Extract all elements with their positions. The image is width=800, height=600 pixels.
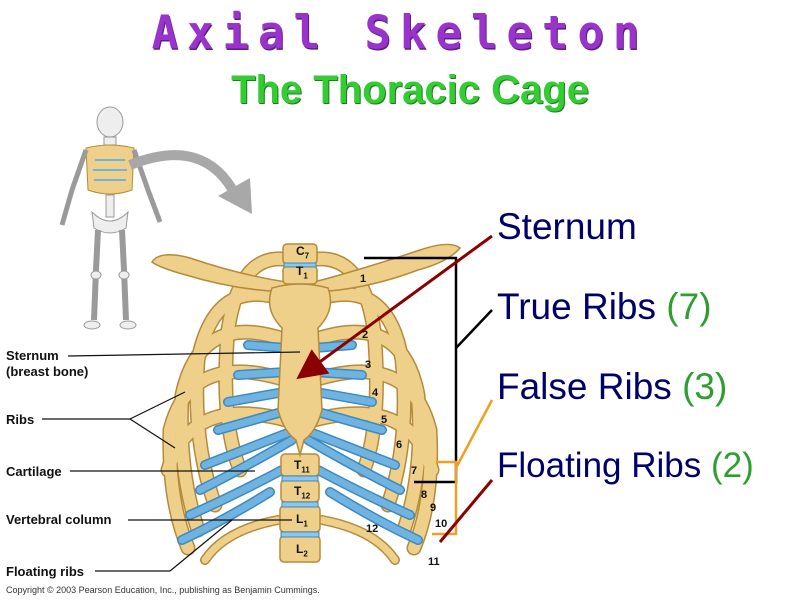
term-false-ribs: False Ribs (3)	[497, 366, 728, 407]
rib-number-7: 7	[411, 465, 418, 477]
vertebra-t11-label: T11	[294, 458, 310, 475]
vertebral-column-label: Vertebral column	[6, 512, 112, 527]
term-true-ribs: True Ribs (7)	[497, 286, 712, 327]
grey-curved-arrow-icon	[128, 150, 241, 199]
rib-number-11: 11	[428, 556, 440, 568]
breast-bone-label: (breast bone)	[6, 364, 89, 379]
term-floating-ribs: Floating Ribs (2)	[497, 446, 754, 485]
skeleton-thumbnail-icon	[59, 106, 163, 330]
term-sternum: Sternum	[497, 206, 637, 247]
copyright-text: Copyright © 2003 Pearson Education, Inc.…	[6, 585, 320, 595]
vertebra-t1-label: T1	[296, 264, 308, 281]
sternum-pointer-arrow	[296, 234, 493, 380]
page-title: Axial Skeleton	[151, 6, 649, 61]
vertebra-l2-label: L2	[296, 542, 308, 559]
vertebra-t12-label: T12	[294, 484, 311, 501]
page-subtitle: The Thoracic Cage	[231, 68, 589, 112]
vertebra-l1-label: L1	[296, 512, 308, 529]
rib-number-10: 10	[435, 518, 448, 530]
rib-number-5: 5	[381, 414, 388, 426]
cartilage-label: Cartilage	[6, 464, 62, 479]
rib-number-2: 2	[362, 329, 369, 341]
left-leader-lines	[42, 351, 301, 572]
vertebra-c7-label: C7	[296, 244, 310, 261]
rib-number-4: 4	[372, 387, 379, 399]
rib-number-9: 9	[430, 502, 437, 514]
rib-number-3: 3	[365, 359, 372, 371]
ribs-label: Ribs	[6, 412, 35, 427]
floating-ribs-pointer-line	[438, 479, 494, 543]
rib-number-12: 12	[366, 523, 379, 535]
true-ribs-bracket	[364, 256, 493, 484]
rib-cage	[150, 243, 462, 565]
rib-number-8: 8	[421, 489, 428, 501]
false-ribs-bracket	[432, 399, 494, 536]
rib-number-6: 6	[396, 439, 403, 451]
floating-ribs-label: Floating ribs	[6, 564, 84, 579]
rib-number-1: 1	[360, 273, 367, 285]
sternum-label: Sternum	[6, 348, 59, 363]
